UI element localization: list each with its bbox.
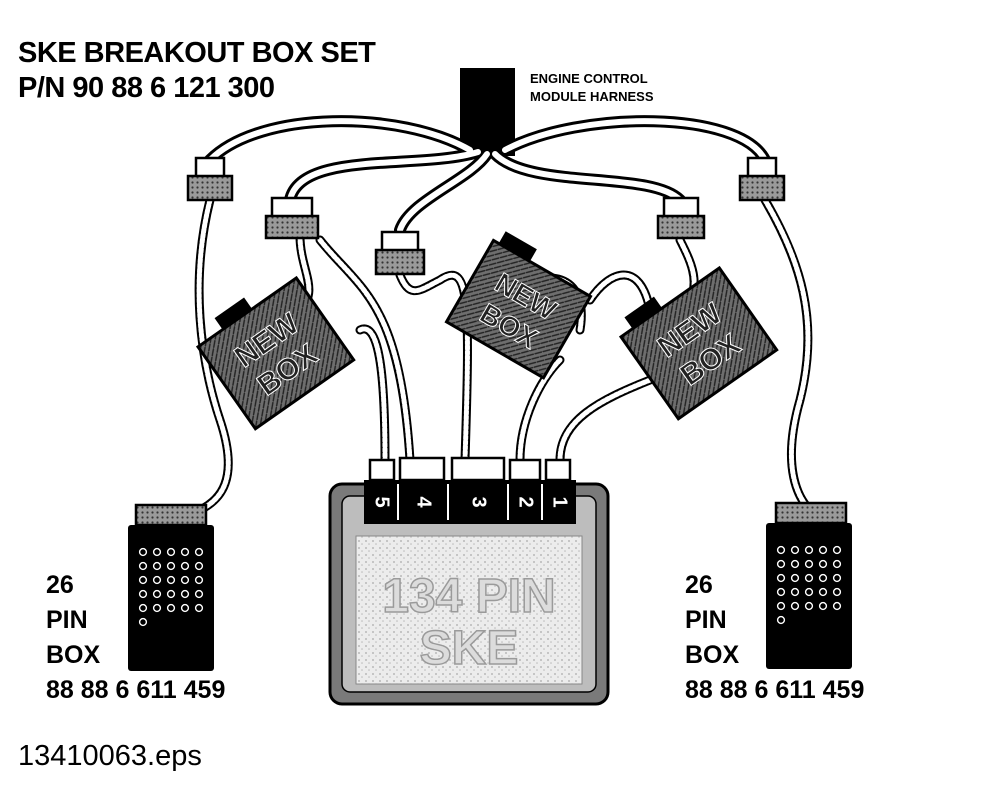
new-box-3: NEW BOX	[618, 265, 779, 421]
pin-hole	[818, 573, 828, 583]
pin-box-left-part-number: 88 88 6 611 459	[46, 676, 226, 704]
pin-hole	[818, 601, 828, 611]
pin-hole	[194, 589, 204, 599]
pin-hole	[832, 545, 842, 555]
file-name: 13410063.eps	[18, 740, 202, 772]
pin-hole	[776, 601, 786, 611]
pin-hole	[790, 573, 800, 583]
ske-port-dividers	[397, 484, 543, 520]
pin-box-right-label: 26 PIN BOX 88 88 6 611 459	[685, 568, 864, 708]
pin-box-right	[766, 501, 852, 669]
pin-box-left-label-line-3: BOX	[46, 641, 101, 669]
pin-box-right-label-line-1: 26	[685, 571, 713, 599]
ecm-label-line-1: ENGINE CONTROL	[530, 71, 648, 86]
ske-port-3: 3	[468, 496, 490, 507]
pin-hole	[776, 615, 786, 625]
pin-hole	[138, 589, 148, 599]
pin-hole	[138, 617, 148, 627]
harness-connector-right-outer	[738, 156, 786, 202]
harness-connector-left-inner	[264, 196, 320, 240]
pin-hole	[832, 601, 842, 611]
pin-hole	[818, 587, 828, 597]
pin-hole	[152, 603, 162, 613]
pin-hole	[776, 587, 786, 597]
pin-hole	[166, 561, 176, 571]
pin-hole	[166, 589, 176, 599]
pin-box-right-pins	[776, 545, 842, 625]
pin-hole	[138, 575, 148, 585]
pin-hole	[194, 547, 204, 557]
pin-hole	[818, 559, 828, 569]
pin-box-right-part-number: 88 88 6 611 459	[685, 676, 865, 704]
ske-port-5: 5	[371, 496, 393, 507]
pin-box-left-pins	[138, 547, 204, 627]
pin-hole	[804, 559, 814, 569]
ske-plugs	[368, 456, 572, 482]
title-line-1: SKE BREAKOUT BOX SET	[18, 37, 376, 69]
pin-hole	[790, 601, 800, 611]
pin-hole	[832, 587, 842, 597]
pin-hole	[152, 547, 162, 557]
ske-port-4: 4	[413, 496, 435, 508]
pin-box-right-label-line-3: BOX	[685, 641, 740, 669]
title-line-2: P/N 90 88 6 121 300	[18, 72, 275, 104]
ske-port-2: 2	[515, 496, 537, 507]
pin-hole	[166, 603, 176, 613]
pin-hole	[138, 547, 148, 557]
ske-port-1: 1	[549, 496, 571, 507]
harness-connector-left-outer	[186, 156, 234, 202]
pin-hole	[194, 603, 204, 613]
pin-hole	[152, 575, 162, 585]
pin-hole	[194, 561, 204, 571]
pin-hole	[194, 575, 204, 585]
pin-hole	[138, 561, 148, 571]
ecm-label-line-2: MODULE HARNESS	[530, 89, 654, 104]
ecm-harness-block	[460, 68, 515, 156]
pin-hole	[180, 547, 190, 557]
pin-hole	[152, 561, 162, 571]
pin-hole	[180, 561, 190, 571]
pin-hole	[180, 603, 190, 613]
pin-hole	[776, 573, 786, 583]
ecm-harness-label: ENGINE CONTROL MODULE HARNESS	[530, 70, 654, 106]
pin-hole	[776, 559, 786, 569]
pin-hole	[818, 545, 828, 555]
pin-hole	[152, 589, 162, 599]
pin-box-left-label: 26 PIN BOX 88 88 6 611 459	[46, 568, 225, 708]
pin-hole	[138, 603, 148, 613]
pin-hole	[832, 559, 842, 569]
pin-hole	[804, 601, 814, 611]
pin-hole	[790, 559, 800, 569]
ske-box-line-1: 134 PIN	[382, 570, 555, 623]
harness-connector-center	[374, 230, 426, 276]
new-box-2: NEW BOX	[444, 231, 593, 380]
pin-hole	[180, 589, 190, 599]
pin-hole	[166, 575, 176, 585]
pin-box-left	[128, 503, 214, 671]
ske-port-strip	[364, 480, 576, 524]
pin-hole	[804, 587, 814, 597]
ske-box-line-2: SKE	[420, 622, 519, 675]
pin-hole	[166, 547, 176, 557]
diagram-title: SKE BREAKOUT BOX SET P/N 90 88 6 121 300	[18, 36, 376, 106]
pin-hole	[832, 573, 842, 583]
pin-box-right-label-line-2: PIN	[685, 606, 727, 634]
ske-box: 5 4 3 2 1 134 PIN SKE	[328, 480, 610, 706]
pin-hole	[804, 573, 814, 583]
pin-hole	[776, 545, 786, 555]
harness-connector-right-inner	[656, 196, 706, 240]
pin-hole	[180, 575, 190, 585]
pin-hole	[804, 545, 814, 555]
pin-box-left-label-line-2: PIN	[46, 606, 88, 634]
pin-hole	[790, 545, 800, 555]
pin-box-left-label-line-1: 26	[46, 571, 74, 599]
pin-hole	[790, 587, 800, 597]
